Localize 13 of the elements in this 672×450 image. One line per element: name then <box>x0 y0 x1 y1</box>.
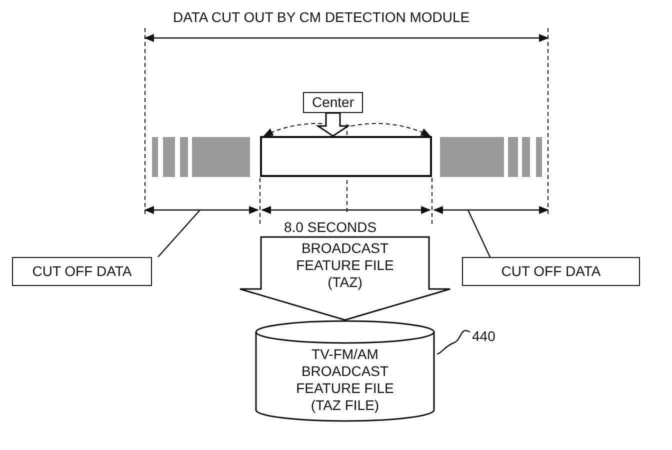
node-label: CUT OFF DATA <box>32 263 132 280</box>
reference-numeral: 440 <box>472 328 496 344</box>
node-label: Center <box>312 94 354 111</box>
leader-line <box>436 330 470 355</box>
label-box <box>462 257 640 286</box>
label-box <box>12 257 152 286</box>
label-box <box>303 92 363 113</box>
node-label: TV-FM/AM BROADCAST FEATURE FILE (TAZ FILE) <box>295 346 395 414</box>
leader-line <box>158 210 200 258</box>
arrow <box>316 112 350 137</box>
data-segment-bar <box>260 136 432 177</box>
node-label: CUT OFF DATA <box>501 263 601 280</box>
leader-line <box>467 210 491 258</box>
